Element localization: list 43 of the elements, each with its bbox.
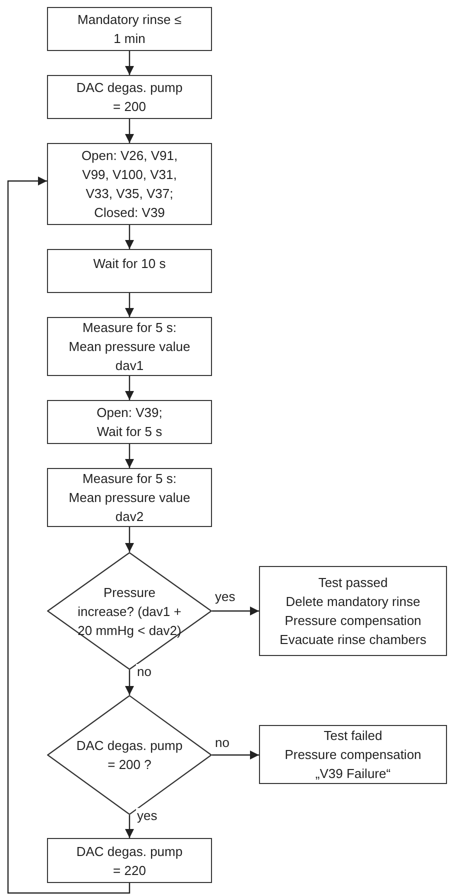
box-text: Pressure compensation: [284, 746, 422, 764]
decision-diamond: [47, 695, 212, 815]
box-text: Wait for 10 s: [93, 255, 166, 273]
process-box: [47, 317, 212, 376]
box-text: Delete mandatory rinse: [286, 593, 420, 611]
box-heading: Test passed: [318, 574, 388, 592]
box-text: Open: V26, V91, V99, V100, V31, V33, V35, V37; Closed: V39: [80, 147, 179, 222]
process-box: [47, 468, 212, 527]
decision-diamond: [47, 552, 212, 670]
process-box: [47, 400, 212, 444]
edge-label: no: [136, 664, 152, 679]
arrow: [125, 376, 134, 400]
arrow: [125, 815, 134, 838]
box-text: „V39 Failure“: [315, 765, 391, 783]
process-box: [47, 249, 212, 293]
arrow: [125, 293, 134, 317]
arrow: [125, 670, 134, 695]
arrow: [212, 750, 259, 760]
box-text: Open: V39; Wait for 5 s: [96, 404, 164, 441]
box-text: Evacuate rinse chambers: [280, 631, 426, 649]
arrow: [125, 119, 134, 143]
arrow: [125, 225, 134, 249]
box-heading: Test failed: [324, 727, 382, 745]
process-box: [47, 838, 212, 883]
process-box: [47, 75, 212, 119]
box-text: DAC degas. pump = 200: [75, 79, 184, 116]
box-text: Pressure increase? (dav1 + 20 mmHg < dav2): [78, 584, 182, 640]
process-box: [47, 7, 212, 51]
arrow: [212, 606, 259, 616]
process-box: [259, 725, 447, 784]
box-text: Measure for 5 s: Mean pressure value dav2: [68, 470, 192, 526]
box-text: DAC degas. pump = 200 ?: [75, 737, 184, 774]
process-box: [259, 566, 447, 656]
arrow: [125, 527, 134, 552]
box-text: Pressure compensation: [284, 612, 422, 630]
box-text: DAC degas. pump = 220: [75, 842, 184, 880]
arrow: [125, 444, 134, 468]
edge-label: yes: [136, 808, 158, 823]
box-text: Mandatory rinse ≤ 1 min: [77, 11, 182, 48]
box-text: Measure for 5 s: Mean pressure value dav1: [68, 319, 192, 375]
arrow: [7, 176, 130, 894]
arrow: [125, 51, 134, 75]
process-box: [47, 143, 212, 225]
